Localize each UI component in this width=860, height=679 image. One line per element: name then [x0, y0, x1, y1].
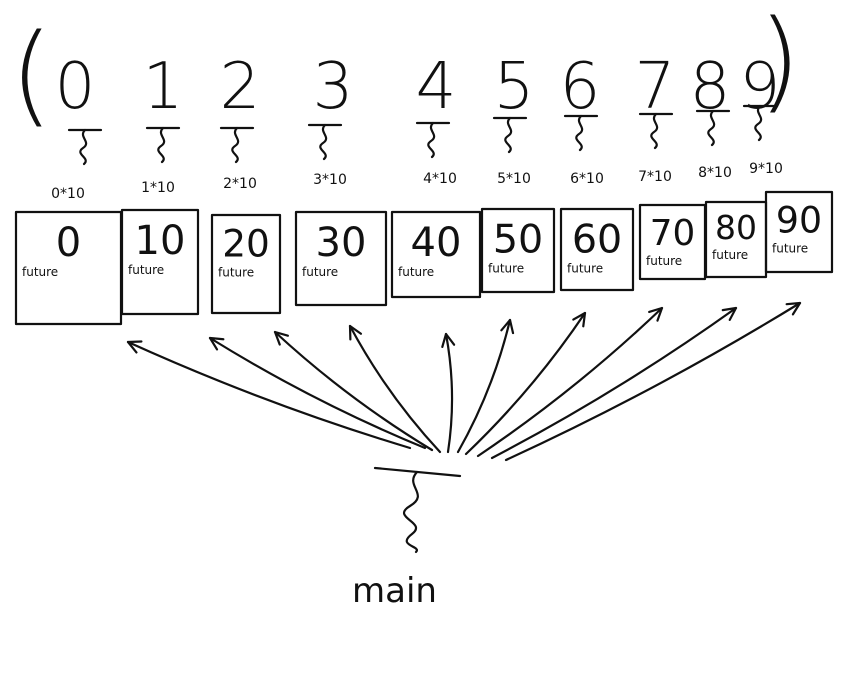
spawn-arrow [273, 330, 434, 452]
future-value: 90 [776, 198, 822, 241]
thread-symbols [67, 104, 778, 166]
input-digit: 1 [143, 50, 184, 124]
thread-symbol [219, 126, 255, 164]
expression-label: 8*10 [698, 165, 732, 181]
thread-symbol [415, 121, 451, 159]
expression-label: 2*10 [223, 176, 257, 192]
input-digit: 8 [690, 50, 731, 124]
spawn-arrow [208, 336, 427, 450]
future-value: 30 [316, 220, 367, 266]
input-digit: 5 [494, 50, 535, 124]
future-value: 50 [493, 217, 543, 263]
future-label: future [218, 265, 254, 279]
future-value: 20 [222, 221, 270, 265]
input-digit: 0 [55, 50, 96, 124]
future-label: future [128, 263, 164, 277]
future-boxes: 0future10future20future30future40future5… [14, 190, 834, 326]
thread-symbol [307, 123, 343, 161]
spawn-arrow [490, 306, 738, 460]
expression-label: 7*10 [638, 169, 672, 185]
expression-label: 0*10 [51, 186, 85, 202]
future-value: 70 [650, 213, 696, 254]
spawn-arrow [441, 332, 456, 454]
spawn-arrow [126, 340, 412, 450]
expression-label: 9*10 [749, 161, 783, 177]
expression-label: 6*10 [570, 171, 604, 187]
thread-symbol [695, 109, 731, 147]
expression-labels: 0*10 1*10 2*10 3*10 4*10 5*10 6*10 7*10 8*10 9*10 [51, 161, 783, 202]
spawn-arrow [504, 301, 802, 462]
future-label: future [398, 265, 434, 279]
thread-symbol [145, 126, 181, 164]
input-digit: 7 [635, 50, 676, 124]
main-label: main [352, 571, 437, 611]
thread-symbol [492, 116, 528, 154]
future-label: future [22, 265, 58, 279]
spawn-arrow [476, 306, 664, 458]
input-digit: 6 [560, 50, 601, 124]
input-digit: 3 [313, 50, 354, 124]
spawn-arrow [348, 324, 442, 454]
input-digit: 4 [416, 50, 457, 124]
expression-label: 1*10 [141, 180, 175, 196]
future-value: 0 [56, 220, 81, 266]
future-label: future [772, 241, 808, 255]
future-label: future [712, 248, 748, 262]
future-value: 40 [411, 220, 462, 266]
thread-symbol [638, 112, 674, 150]
future-label: future [567, 262, 603, 276]
future-value: 60 [572, 217, 622, 263]
input-digit: 2 [220, 50, 261, 124]
thread-symbol [563, 114, 599, 152]
future-value: 10 [135, 218, 186, 264]
future-label: future [302, 265, 338, 279]
future-label: future [646, 254, 682, 268]
spawn-arrow [464, 311, 587, 456]
main-thread-symbol [373, 466, 462, 554]
open-paren: ( [10, 10, 53, 138]
expression-label: 4*10 [423, 171, 457, 187]
thread-symbol [742, 104, 778, 142]
expression-label: 3*10 [313, 172, 347, 188]
close-paren: ) [758, 0, 801, 124]
future-value: 80 [715, 208, 757, 247]
input-digit: 9 [740, 50, 781, 124]
thread-symbol [67, 128, 103, 166]
future-label: future [488, 262, 524, 276]
spawn-arrow [456, 318, 515, 454]
spawn-arrows [126, 301, 802, 462]
expression-label: 5*10 [497, 171, 531, 187]
